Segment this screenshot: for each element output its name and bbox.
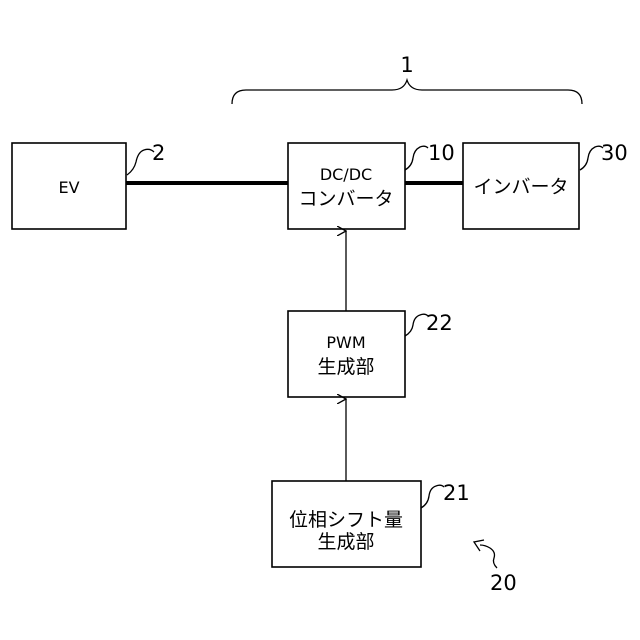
phase-shift-label-line1: 位相シフト量 (289, 509, 403, 531)
inverter-label: インバータ (473, 176, 568, 198)
group-brace (232, 80, 582, 104)
pwm-generator-block (288, 311, 405, 397)
dcdc-converter-block (288, 143, 405, 229)
controller-ref-arrow (480, 545, 497, 568)
controller-ref-label: 20 (490, 571, 517, 595)
inverter-leader (580, 146, 603, 170)
pwm-label-line2: 生成部 (317, 356, 374, 378)
phase-shift-ref-label: 21 (443, 481, 470, 505)
phase-shift-leader (421, 485, 444, 508)
pwm-leader (405, 314, 428, 336)
dcdc-label-line2: コンバータ (298, 188, 393, 210)
pwm-ref-label: 22 (426, 311, 453, 335)
ev-ref-label: 2 (152, 141, 165, 165)
inverter-ref-label: 30 (601, 141, 628, 165)
dcdc-label-line1: DC/DC (320, 165, 372, 184)
ev-leader (127, 149, 154, 175)
phase-shift-label-line2: 生成部 (317, 531, 374, 553)
ev-label: EV (58, 178, 79, 197)
dcdc-leader (405, 146, 428, 170)
group-ref-label: 1 (400, 53, 413, 77)
dcdc-ref-label: 10 (428, 141, 455, 165)
pwm-label-line1: PWM (326, 333, 365, 352)
